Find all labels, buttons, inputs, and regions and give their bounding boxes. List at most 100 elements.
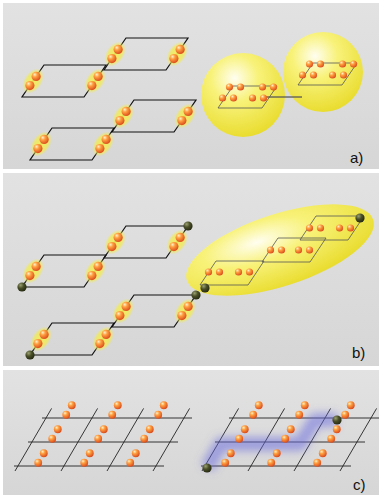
spin-site — [340, 71, 347, 78]
spin-site — [347, 401, 355, 409]
spin-site — [306, 224, 313, 231]
spin-site — [176, 233, 185, 242]
spin-site — [241, 425, 249, 433]
resonating-sphere — [201, 53, 285, 137]
dimer-halo — [170, 99, 201, 132]
dimer-halo — [108, 294, 139, 327]
lattice-line — [107, 408, 144, 471]
dimer-halo — [100, 37, 131, 70]
spin-site — [184, 107, 193, 116]
spin-site — [25, 350, 34, 359]
spin-site — [301, 401, 309, 409]
spin-site — [327, 435, 335, 443]
spin-site — [237, 83, 244, 90]
spin-site — [350, 60, 357, 67]
panel-background — [3, 370, 379, 495]
lattice-line — [153, 408, 190, 471]
spin-site — [80, 459, 88, 467]
dimer-halo — [162, 37, 193, 70]
spin-site — [235, 268, 242, 275]
spin-site — [273, 449, 281, 457]
spin-site — [114, 401, 122, 409]
lattice-line — [340, 408, 377, 471]
spin-site — [108, 411, 116, 419]
dimer-halo — [80, 64, 111, 97]
spin-site — [299, 71, 306, 78]
spin-site — [191, 290, 200, 299]
lattice-group — [14, 32, 382, 473]
spin-site — [333, 425, 341, 433]
spin-site — [227, 449, 235, 457]
spin-site — [54, 425, 62, 433]
spin-site — [246, 268, 253, 275]
spin-site — [102, 135, 111, 144]
spin-site — [200, 283, 209, 292]
spin-site — [267, 459, 275, 467]
spin-site — [40, 330, 49, 339]
spin-site — [32, 262, 41, 271]
spin-site — [317, 224, 324, 231]
spin-site — [40, 449, 48, 457]
dimer-halo — [80, 254, 111, 287]
lattice-line — [15, 408, 52, 471]
spin-site — [176, 45, 185, 54]
spin-site — [202, 463, 211, 472]
spin-site — [94, 435, 102, 443]
spin-site — [317, 60, 324, 67]
lattice-cell — [300, 216, 364, 240]
spin-site — [48, 435, 56, 443]
spin-site — [336, 224, 343, 231]
spin-site — [355, 213, 364, 222]
spin-site — [177, 311, 186, 320]
spin-site — [183, 221, 192, 230]
spin-site — [306, 60, 313, 67]
spin-site — [347, 224, 354, 231]
spin-site — [107, 242, 116, 251]
spin-site — [114, 233, 123, 242]
panel-label: c) — [353, 477, 366, 492]
spin-site — [100, 425, 108, 433]
spin-site — [306, 246, 313, 253]
spin-site — [107, 54, 116, 63]
spin-site — [255, 401, 263, 409]
spin-site — [62, 411, 70, 419]
spin-site — [34, 459, 42, 467]
spin-site — [281, 435, 289, 443]
dimer-halo — [26, 127, 57, 160]
spin-site — [169, 54, 178, 63]
lattice-cell — [262, 97, 302, 98]
spin-site — [126, 459, 134, 467]
spin-site — [332, 415, 341, 424]
spin-site — [102, 330, 111, 339]
spin-site — [235, 435, 243, 443]
spin-site — [230, 94, 237, 101]
spin-site — [295, 411, 303, 419]
spin-site — [313, 459, 321, 467]
lattice-line — [61, 408, 98, 471]
spin-site — [249, 94, 256, 101]
panel-background — [3, 3, 379, 169]
spin-site — [310, 71, 317, 78]
dimer-halo — [100, 225, 131, 258]
spin-site — [25, 271, 34, 280]
spin-site — [140, 435, 148, 443]
spin-site — [25, 81, 34, 90]
panel-label: a) — [350, 150, 363, 165]
spin-site — [40, 135, 49, 144]
spin-site — [216, 268, 223, 275]
spin-site — [341, 411, 349, 419]
spin-site — [287, 425, 295, 433]
spin-site — [177, 116, 186, 125]
spin-site — [270, 83, 277, 90]
lattice-cell — [200, 261, 264, 285]
lattice-cell — [262, 238, 326, 262]
spin-site — [33, 339, 42, 348]
spin-site — [154, 411, 162, 419]
spin-site — [95, 339, 104, 348]
spin-site — [295, 246, 302, 253]
spin-site — [319, 449, 327, 457]
spin-site — [32, 72, 41, 81]
spin-site — [94, 262, 103, 271]
